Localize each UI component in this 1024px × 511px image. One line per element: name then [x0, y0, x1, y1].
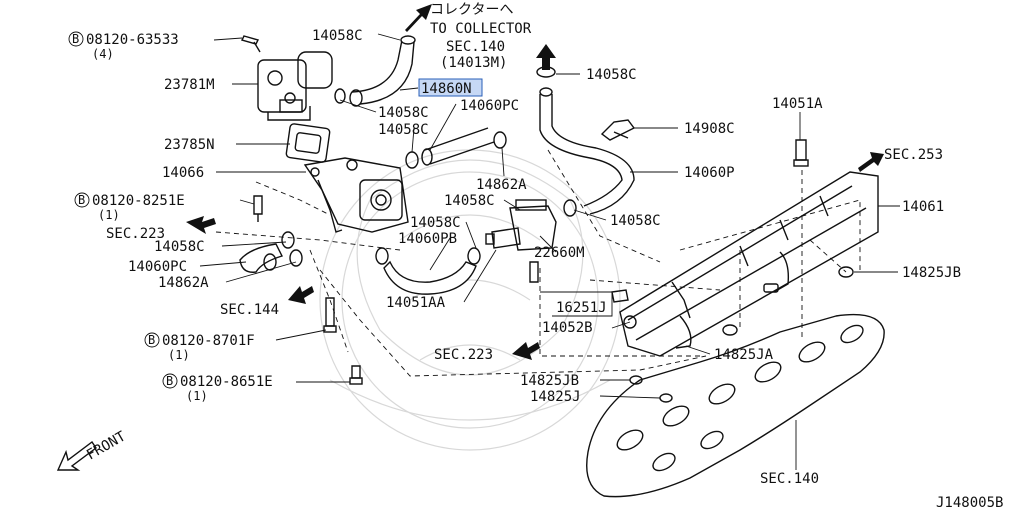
label-23781m: 23781M	[164, 77, 215, 93]
label-sec144: SEC.144	[220, 302, 279, 318]
gallery-14061	[619, 171, 879, 357]
label-14862a-mid: 14862A	[476, 177, 527, 193]
label-23785n: 23785N	[164, 137, 215, 153]
label-14908c: 14908C	[684, 121, 735, 137]
svg-text:B: B	[78, 193, 85, 207]
clip-14908c	[600, 119, 636, 141]
svg-text:08120-63533: 08120-63533	[86, 32, 179, 48]
collector-note-part: (14013M)	[440, 55, 507, 71]
svg-text:B: B	[72, 32, 79, 46]
svg-text:(1): (1)	[168, 348, 190, 362]
label-14066: 14066	[162, 165, 204, 181]
front-arrow-icon	[56, 440, 97, 471]
label-14052b: 14052B	[542, 320, 593, 336]
svg-text:B: B	[148, 333, 155, 347]
label-14060pc-top: 14060PC	[460, 98, 519, 114]
label-14061: 14061	[902, 199, 944, 215]
label-14058c-e: 14058C	[154, 239, 205, 255]
label-14051aa: 14051AA	[386, 295, 446, 311]
collector-note-en: TO COLLECTOR	[430, 21, 532, 37]
label-14058c-right: 14058C	[610, 213, 661, 229]
label-16251j: 16251J	[556, 300, 607, 316]
label-22660m: 22660M	[534, 245, 585, 261]
label-14060pb: 14060PB	[398, 231, 457, 247]
label-14058c-d: 14058C	[410, 215, 461, 231]
egr-housing-14066	[303, 157, 409, 233]
svg-text:(1): (1)	[98, 208, 120, 222]
label-sec140-bottom: SEC.140	[760, 471, 819, 487]
egr-valve-23781m	[257, 51, 333, 121]
label-14058c-b: 14058C	[378, 122, 429, 138]
label-sec223-bottom: SEC.223	[434, 347, 493, 363]
gasket-icons	[629, 266, 854, 403]
label-sec253: SEC.253	[884, 147, 943, 163]
svg-text:(4): (4)	[92, 47, 114, 61]
label-14825j: 14825J	[530, 389, 581, 405]
dashed-connections	[215, 149, 861, 377]
label-14060p: 14060P	[684, 165, 735, 181]
hose-14060p	[539, 87, 635, 215]
arrow-sec223-left	[186, 216, 216, 234]
label-14860n-highlighted[interactable]: 14860N	[418, 78, 483, 97]
svg-text:B: B	[166, 374, 173, 388]
leader-lines	[199, 33, 900, 470]
svg-text:08120-8701F: 08120-8701F	[162, 333, 255, 349]
bolt-icons	[240, 35, 809, 385]
arrow-up-14060p	[536, 44, 556, 70]
svg-text:(1): (1)	[186, 389, 208, 403]
bolt-label-08120-8701f: B 08120-8701F (1)	[144, 332, 255, 362]
bolt-label-08120-63533: B 08120-63533 (4)	[68, 31, 179, 61]
hose-14860n	[349, 35, 416, 107]
label-14058c-c: 14058C	[444, 193, 495, 209]
label-14825ja: 14825JA	[714, 347, 774, 363]
label-14060pc-left: 14060PC	[128, 259, 187, 275]
diagram-id: J148005B	[936, 495, 1003, 511]
arrow-sec223-bottom	[512, 342, 540, 360]
label-14058c-a: 14058C	[378, 105, 429, 121]
hose-14060pc-top	[421, 127, 495, 166]
label-front: FRONT	[84, 428, 129, 463]
bolt-label-08120-8251e: B 08120-8251E (1)	[74, 192, 185, 222]
hose-14060pc-left	[239, 243, 283, 273]
label-14058c-far: 14058C	[586, 67, 637, 83]
collector-note-sec: SEC.140	[446, 39, 505, 55]
intake-manifold	[586, 313, 885, 498]
hose-14060pb	[383, 260, 477, 295]
bolt-label-08120-8651e: B 08120-8651E (1)	[162, 373, 273, 403]
sensor-valve-22660m	[485, 199, 557, 251]
collector-note-jp: コレクターへ	[430, 2, 513, 18]
label-14825jb-bottom: 14825JB	[520, 373, 579, 389]
gasket-23785n	[285, 123, 331, 163]
svg-text:08120-8251E: 08120-8251E	[92, 193, 185, 209]
label-14051a: 14051A	[772, 96, 823, 112]
svg-text:08120-8651E: 08120-8651E	[180, 374, 273, 390]
label-sec223-left: SEC.223	[106, 226, 165, 242]
svg-text:14860N: 14860N	[421, 81, 472, 97]
label-14862a-left: 14862A	[158, 275, 209, 291]
arrow-sec144	[288, 286, 314, 304]
arrow-to-collector	[405, 4, 432, 32]
label-14058c-top: 14058C	[312, 28, 363, 44]
arrow-sec253	[858, 152, 884, 172]
label-14825jb-right: 14825JB	[902, 265, 961, 281]
